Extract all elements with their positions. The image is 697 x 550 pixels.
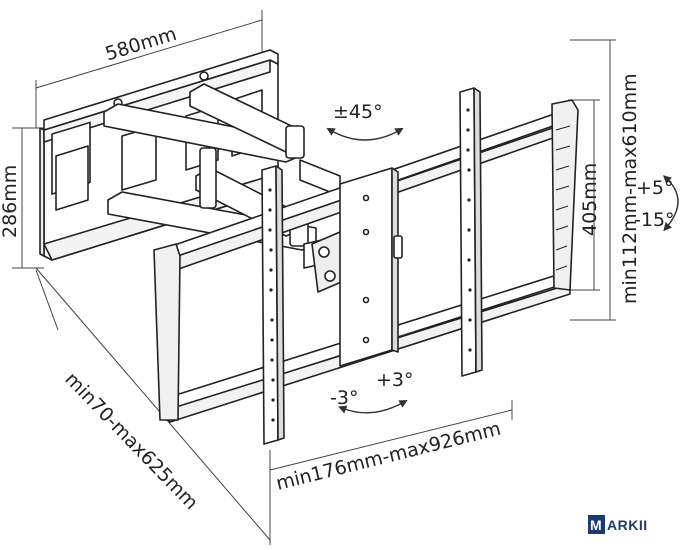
- markii-logo: M ARKII: [588, 515, 648, 534]
- rail-holes: [268, 108, 472, 422]
- dimension-lines: [12, 10, 616, 545]
- dim-extension-diagonal: min70-max625mm: [60, 368, 202, 514]
- tilt-arc-icon: [662, 175, 679, 232]
- dim-vertical-inner: 405mm: [579, 163, 601, 236]
- angle-tilt-down: -15°: [634, 209, 675, 231]
- dim-height-left: 286mm: [0, 165, 21, 238]
- swivel-arc-icon: [326, 127, 404, 141]
- angle-rotate-left: -3°: [330, 387, 358, 409]
- logo-rest: ARKII: [607, 517, 648, 533]
- angle-swivel: ±45°: [333, 101, 383, 123]
- tv-rails: [153, 87, 579, 445]
- dim-horizontal-bottom: min176mm-max926mm: [274, 418, 503, 495]
- dim-vertical-outer: min112mm-max610mm: [619, 73, 641, 304]
- angle-rotate-right: +3°: [376, 369, 414, 391]
- center-mount-plate: [339, 167, 403, 367]
- angle-tilt-up: +5°: [636, 177, 674, 199]
- dim-width-top: 580mm: [103, 23, 180, 65]
- rotation-arrows: [326, 127, 679, 414]
- roll-arc-icon: [338, 399, 408, 414]
- right-end-ladder: [555, 125, 571, 271]
- logo-letter: M: [590, 517, 602, 533]
